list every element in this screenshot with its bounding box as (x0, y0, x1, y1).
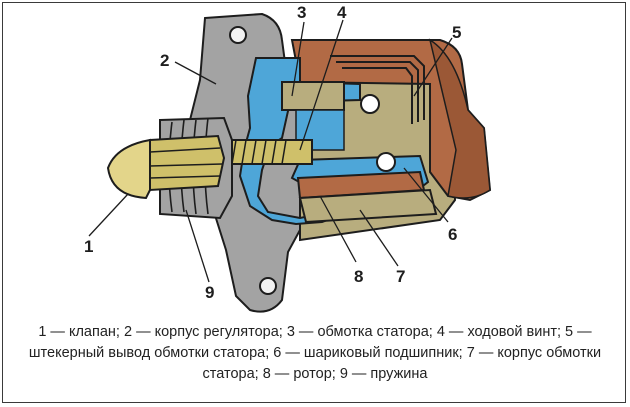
lead-screw-threads (231, 139, 287, 165)
flange-hole-top (229, 26, 247, 44)
callout-8: 8 (354, 267, 363, 286)
stator-winding (281, 81, 345, 111)
ball-bearing-lower (376, 152, 396, 172)
callout-9: 9 (205, 283, 214, 302)
valve-grooves (149, 147, 223, 179)
valve-pintle (149, 134, 226, 192)
callout-2: 2 (160, 51, 169, 70)
flange-hole-bottom (259, 277, 277, 295)
callout-5: 5 (452, 23, 461, 42)
leader-lines (88, 19, 453, 283)
stator-case (298, 188, 438, 224)
idle-air-control-valve-diagram: 1 2 3 4 5 6 7 8 9 (84, 3, 492, 313)
ball-bearing-upper (360, 94, 380, 114)
callout-6: 6 (448, 225, 457, 244)
callout-1: 1 (84, 237, 93, 256)
terminal-wires (330, 55, 425, 124)
callout-3: 3 (297, 3, 306, 22)
callout-4: 4 (337, 3, 347, 22)
callout-7: 7 (396, 267, 405, 286)
copper-cover-back (428, 38, 491, 199)
valve-tip (106, 138, 151, 200)
figure-caption: 1 — клапан; 2 — корпус регулятора; 3 — о… (28, 324, 602, 382)
